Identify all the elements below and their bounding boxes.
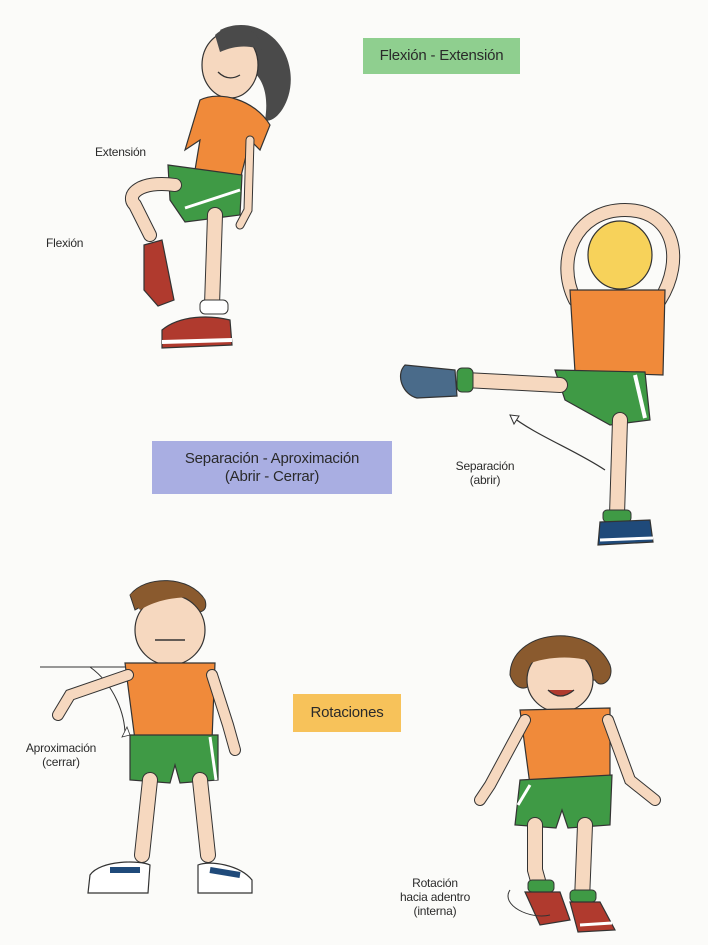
boy-aproximacion-illustration — [30, 575, 270, 905]
flexion-label: Flexión — [46, 236, 83, 250]
flexion-extension-title-box: Flexión - Extensión — [363, 38, 520, 74]
separacion-aproximacion-title: Separación - Aproximación — [185, 450, 359, 468]
boy-separacion-illustration — [395, 200, 695, 555]
rotaciones-title: Rotaciones — [310, 704, 383, 722]
rotaciones-title-box: Rotaciones — [293, 694, 401, 732]
abrir-cerrar-subtitle: (Abrir - Cerrar) — [225, 468, 319, 486]
flexion-extension-title: Flexión - Extensión — [380, 47, 504, 65]
girl-flexion-illustration — [100, 10, 300, 360]
separacion-aproximacion-title-box: Separación - Aproximación (Abrir - Cerra… — [152, 441, 392, 494]
girl-rotacion-illustration — [470, 620, 700, 940]
